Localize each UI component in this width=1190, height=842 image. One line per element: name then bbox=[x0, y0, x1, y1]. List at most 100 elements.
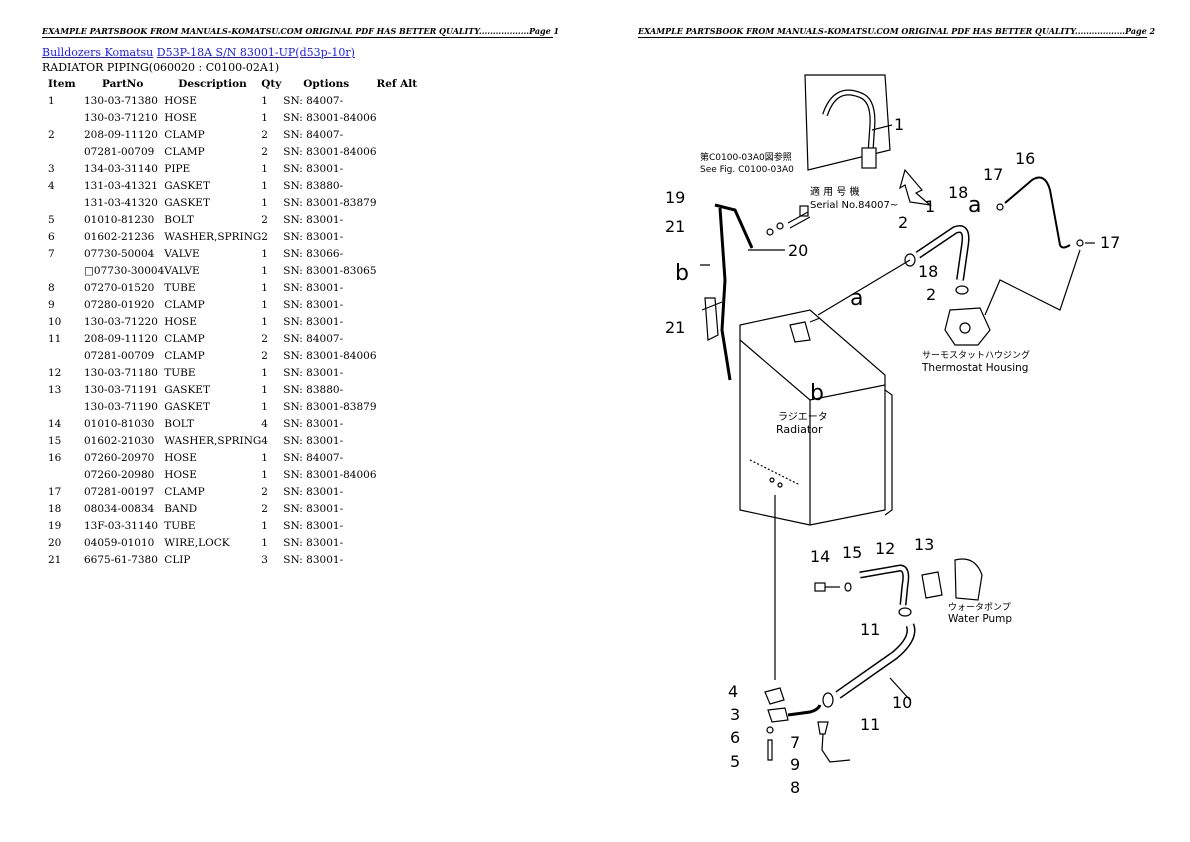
label-2-top: 2 bbox=[898, 213, 908, 232]
cell-item: 18 bbox=[48, 502, 62, 515]
callout-a-radiator: a bbox=[850, 286, 863, 311]
label-9: 9 bbox=[790, 755, 800, 774]
label-1-inset: 1 bbox=[894, 115, 904, 134]
cell-options: SN: 84007- bbox=[283, 332, 344, 345]
hose-10 bbox=[822, 623, 916, 708]
cell-qty: 2 bbox=[261, 145, 268, 158]
cell-item: 9 bbox=[48, 298, 55, 311]
cell-partno: 13F-03-31140 bbox=[84, 519, 159, 532]
cell-item: 4 bbox=[48, 179, 55, 192]
breadcrumb: Bulldozers Komatsu D53P-18A S/N 83001-UP… bbox=[42, 46, 355, 59]
cell-description: TUBE bbox=[164, 281, 196, 294]
cell-ref-alt bbox=[377, 432, 437, 449]
cell-item bbox=[42, 262, 84, 279]
cell-description: TUBE bbox=[164, 366, 196, 379]
col-header-description: Description bbox=[178, 78, 247, 90]
cell-qty: 2 bbox=[261, 230, 268, 243]
cell-description: GASKET bbox=[164, 179, 210, 192]
cell-options: SN: 83001- bbox=[283, 298, 344, 311]
breadcrumb-link-category[interactable]: Bulldozers Komatsu bbox=[42, 46, 154, 59]
cell-description: CLAMP bbox=[164, 349, 205, 362]
cell-options: SN: 83001-83879 bbox=[283, 196, 377, 209]
label-8: 8 bbox=[790, 778, 800, 797]
cell-options: SN: 83001- bbox=[283, 553, 344, 566]
col-header-qty: Qty bbox=[261, 78, 282, 90]
label-2-bottom: 2 bbox=[926, 285, 936, 304]
washer-bolt-group bbox=[748, 205, 811, 251]
cell-description: BOLT bbox=[164, 417, 194, 430]
cell-ref-alt bbox=[377, 126, 437, 143]
breadcrumb-link-model[interactable]: D53P-18A S/N 83001-UP(d53p-10r) bbox=[156, 46, 355, 59]
cell-qty: 4 bbox=[261, 434, 268, 447]
cell-description: CLAMP bbox=[164, 485, 205, 498]
cell-options: SN: 84007- bbox=[283, 128, 344, 141]
cell-partno: 08034-00834 bbox=[84, 502, 155, 515]
radiator-en: Radiator bbox=[776, 423, 823, 436]
cell-partno: 07281-00709 bbox=[84, 145, 155, 158]
see-fig-en: See Fig. C0100-03A0 bbox=[700, 165, 794, 175]
cell-partno: 134-03-31140 bbox=[84, 162, 158, 175]
cell-item bbox=[42, 109, 84, 126]
cell-ref-alt bbox=[377, 517, 437, 534]
cell-item bbox=[42, 347, 84, 364]
cell-description: HOSE bbox=[164, 315, 197, 328]
cell-description: CLIP bbox=[164, 553, 191, 566]
cell-options: SN: 83001- bbox=[283, 519, 344, 532]
cell-item: 21 bbox=[48, 553, 62, 566]
label-15: 15 bbox=[842, 543, 862, 562]
cell-description: WASHER,SPRING bbox=[164, 230, 262, 243]
cell-partno: 01010-81030 bbox=[84, 417, 155, 430]
cell-options: SN: 83001- bbox=[283, 502, 344, 515]
cell-partno: 6675-61-7380 bbox=[84, 553, 158, 566]
cell-ref-alt bbox=[377, 500, 437, 517]
cell-qty: 1 bbox=[261, 451, 268, 464]
cell-qty: 2 bbox=[261, 349, 268, 362]
cell-item: 3 bbox=[48, 162, 55, 175]
cell-description: CLAMP bbox=[164, 128, 205, 141]
cell-ref-alt bbox=[377, 279, 437, 296]
cell-description: WASHER,SPRING bbox=[164, 434, 262, 447]
col-header-item: Item bbox=[48, 78, 76, 90]
cell-qty: 1 bbox=[261, 315, 268, 328]
label-18-top: 18 bbox=[948, 183, 968, 202]
cell-partno: 07280-01920 bbox=[84, 298, 155, 311]
label-7: 7 bbox=[790, 733, 800, 752]
cell-item: 17 bbox=[48, 485, 62, 498]
cell-item: 12 bbox=[48, 366, 62, 379]
cell-partno: 130-03-71191 bbox=[84, 383, 158, 396]
cell-item: 10 bbox=[48, 315, 62, 328]
cell-options: SN: 83001- bbox=[283, 536, 344, 549]
label-12: 12 bbox=[875, 539, 895, 558]
cell-qty: 2 bbox=[261, 502, 268, 515]
cell-ref-alt bbox=[377, 296, 437, 313]
cell-item: 5 bbox=[48, 213, 55, 226]
cell-description: HOSE bbox=[164, 451, 197, 464]
cell-qty: 1 bbox=[261, 383, 268, 396]
cell-ref-alt bbox=[377, 92, 437, 109]
cell-ref-alt bbox=[377, 534, 437, 551]
cell-qty: 1 bbox=[261, 179, 268, 192]
cell-partno: □07730-30004 bbox=[84, 264, 165, 277]
page-header-1: EXAMPLE PARTSBOOK FROM MANUALS-KOMATSU.C… bbox=[42, 26, 560, 38]
label-16: 16 bbox=[1015, 149, 1035, 168]
cell-qty: 2 bbox=[261, 485, 268, 498]
cell-ref-alt bbox=[377, 109, 437, 126]
cell-partno: 130-03-71380 bbox=[84, 94, 158, 107]
cell-ref-alt bbox=[377, 211, 437, 228]
cell-qty: 1 bbox=[261, 111, 268, 124]
cell-item: 8 bbox=[48, 281, 55, 294]
cell-ref-alt bbox=[377, 160, 437, 177]
cell-item: 14 bbox=[48, 417, 62, 430]
cell-item bbox=[42, 194, 84, 211]
cell-description: CLAMP bbox=[164, 145, 205, 158]
cell-options: SN: 83001- bbox=[283, 434, 344, 447]
cell-ref-alt bbox=[377, 177, 437, 194]
